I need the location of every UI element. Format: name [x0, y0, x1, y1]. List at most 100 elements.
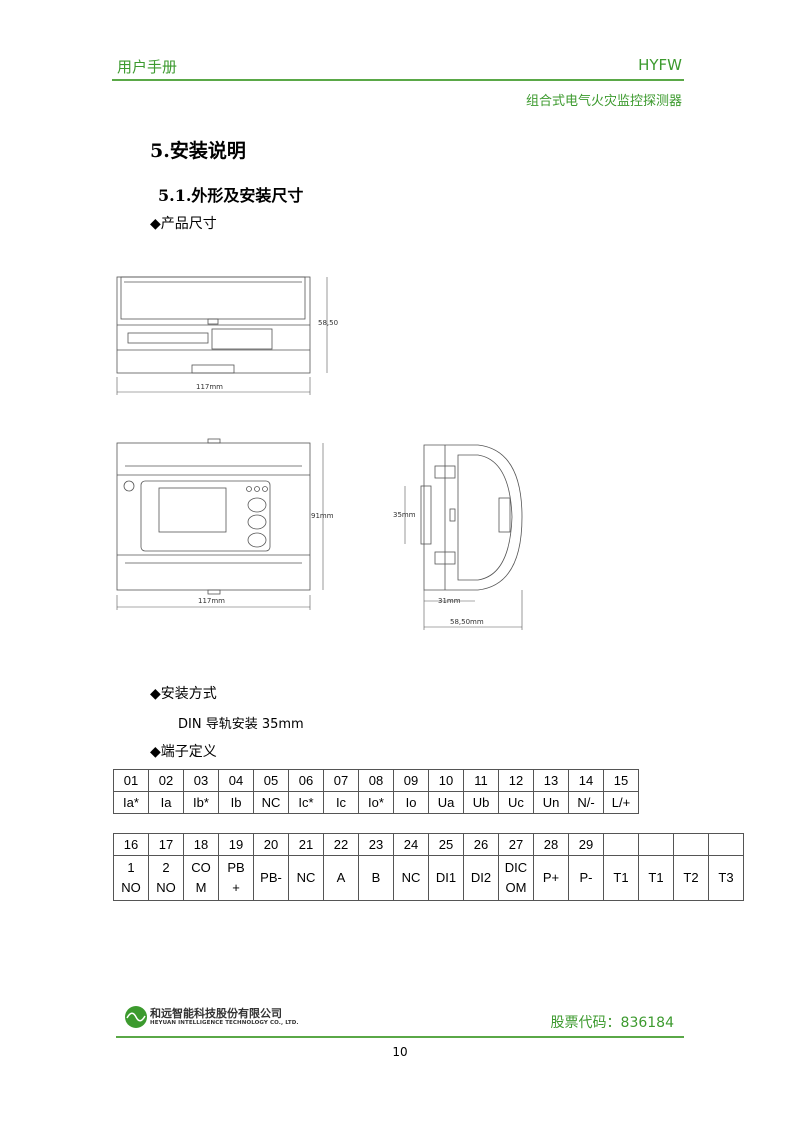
side-view-drawing [420, 444, 523, 591]
terminal-label: Ib* [183, 791, 219, 814]
terminal-number: 17 [148, 833, 184, 856]
terminal-label: Uc [498, 791, 534, 814]
terminal-label: NC [393, 855, 429, 901]
terminal-label-line: P+ [542, 870, 560, 885]
terminal-number: 08 [358, 769, 394, 792]
terminal-number: 21 [288, 833, 324, 856]
side-depth-58-label: 58,50mm [450, 618, 484, 626]
terminal-label-line: + [232, 880, 240, 895]
terminal-label: Io [393, 791, 429, 814]
terminal-label-line: PB [227, 860, 245, 875]
terminal-label: L/+ [603, 791, 639, 814]
terminal-number: 10 [428, 769, 464, 792]
terminal-number: 13 [533, 769, 569, 792]
terminal-number: 05 [253, 769, 289, 792]
terminal-label: PB + [218, 855, 254, 901]
terminal-label-line: A [336, 870, 346, 885]
terminal-label-line: T1 [613, 870, 629, 885]
terminal-label-line: NC [296, 870, 316, 885]
front-view-drawing [116, 438, 311, 595]
terminal-label-line: T1 [648, 870, 664, 885]
bullet-install-method: ◆安装方式 [150, 686, 217, 702]
terminal-label: DI1 [428, 855, 464, 901]
terminal-number: 23 [358, 833, 394, 856]
terminal-number: 26 [463, 833, 499, 856]
section-title: 5.安装说明 [150, 140, 246, 162]
terminal-label-line: M [195, 880, 207, 895]
terminal-number: 04 [218, 769, 254, 792]
stock-code: 股票代码：836184 [550, 1015, 674, 1031]
terminal-label: P- [568, 855, 604, 901]
terminal-label-line: PB- [260, 870, 282, 885]
terminal-label-line: DI2 [470, 870, 492, 885]
terminal-number: 03 [183, 769, 219, 792]
terminal-label-line: T3 [718, 870, 734, 885]
terminal-label-line: NO [121, 880, 141, 895]
terminal-label-line: 1 [127, 860, 135, 875]
footer-divider [116, 1036, 684, 1038]
top-view-dimensions [116, 277, 328, 395]
terminal-label: A [323, 855, 359, 901]
terminal-number: 09 [393, 769, 429, 792]
side-depth-31-label: 31mm [438, 597, 461, 605]
terminal-label-line: 2 [162, 860, 170, 875]
terminal-label-line: CO [191, 860, 211, 875]
dimension-drawings: 58,50 117mm 91mm 117mm [116, 276, 523, 630]
subsection-title: 5.1.外形及安装尺寸 [158, 186, 304, 205]
header-divider [112, 79, 684, 81]
terminal-label-line: P- [579, 870, 593, 885]
terminal-label: P+ [533, 855, 569, 901]
terminal-number: 14 [568, 769, 604, 792]
front-height-label: 91mm [311, 512, 334, 520]
terminal-label: T3 [708, 855, 744, 901]
terminal-label: NC [253, 791, 289, 814]
terminal-label: Ib [218, 791, 254, 814]
top-height-label: 58,50 [318, 319, 338, 327]
terminal-label: Io* [358, 791, 394, 814]
terminal-number [673, 833, 709, 856]
top-width-label: 117mm [196, 383, 223, 391]
top-view-drawing [116, 276, 311, 374]
terminal-number [638, 833, 674, 856]
terminal-label: T2 [673, 855, 709, 901]
header-product-name: 组合式电气火灾监控探测器 [525, 94, 682, 109]
terminal-label: CO M [183, 855, 219, 901]
terminal-label-line: DIC [504, 860, 528, 875]
terminal-label: DI2 [463, 855, 499, 901]
terminal-label-line: NC [401, 870, 421, 885]
terminal-number: 11 [463, 769, 499, 792]
terminal-number: 15 [603, 769, 639, 792]
din-rail-label: 35mm [393, 511, 416, 519]
terminal-number: 06 [288, 769, 324, 792]
terminal-label-line: NO [156, 880, 176, 895]
terminal-number [603, 833, 639, 856]
terminal-label-line: OM [505, 880, 527, 895]
terminal-number: 27 [498, 833, 534, 856]
terminal-label: Un [533, 791, 569, 814]
terminal-number: 02 [148, 769, 184, 792]
front-view-dimensions [116, 443, 324, 610]
terminal-number: 19 [218, 833, 254, 856]
front-width-label: 117mm [198, 597, 225, 605]
terminal-number: 24 [393, 833, 429, 856]
terminal-label: NC [288, 855, 324, 901]
side-view-dimensions [404, 486, 523, 630]
bullet-terminal-definition: ◆端子定义 [150, 744, 217, 760]
company-name-en: HEYUAN INTELLIGENCE TECHNOLOGY CO., LTD. [150, 1020, 299, 1026]
terminal-label: T1 [603, 855, 639, 901]
terminal-label: PB- [253, 855, 289, 901]
terminal-number: 20 [253, 833, 289, 856]
terminal-label: Ia [148, 791, 184, 814]
header-manual-label: 用户手册 [117, 58, 178, 76]
terminal-number: 25 [428, 833, 464, 856]
terminal-number: 01 [113, 769, 149, 792]
terminal-number: 16 [113, 833, 149, 856]
